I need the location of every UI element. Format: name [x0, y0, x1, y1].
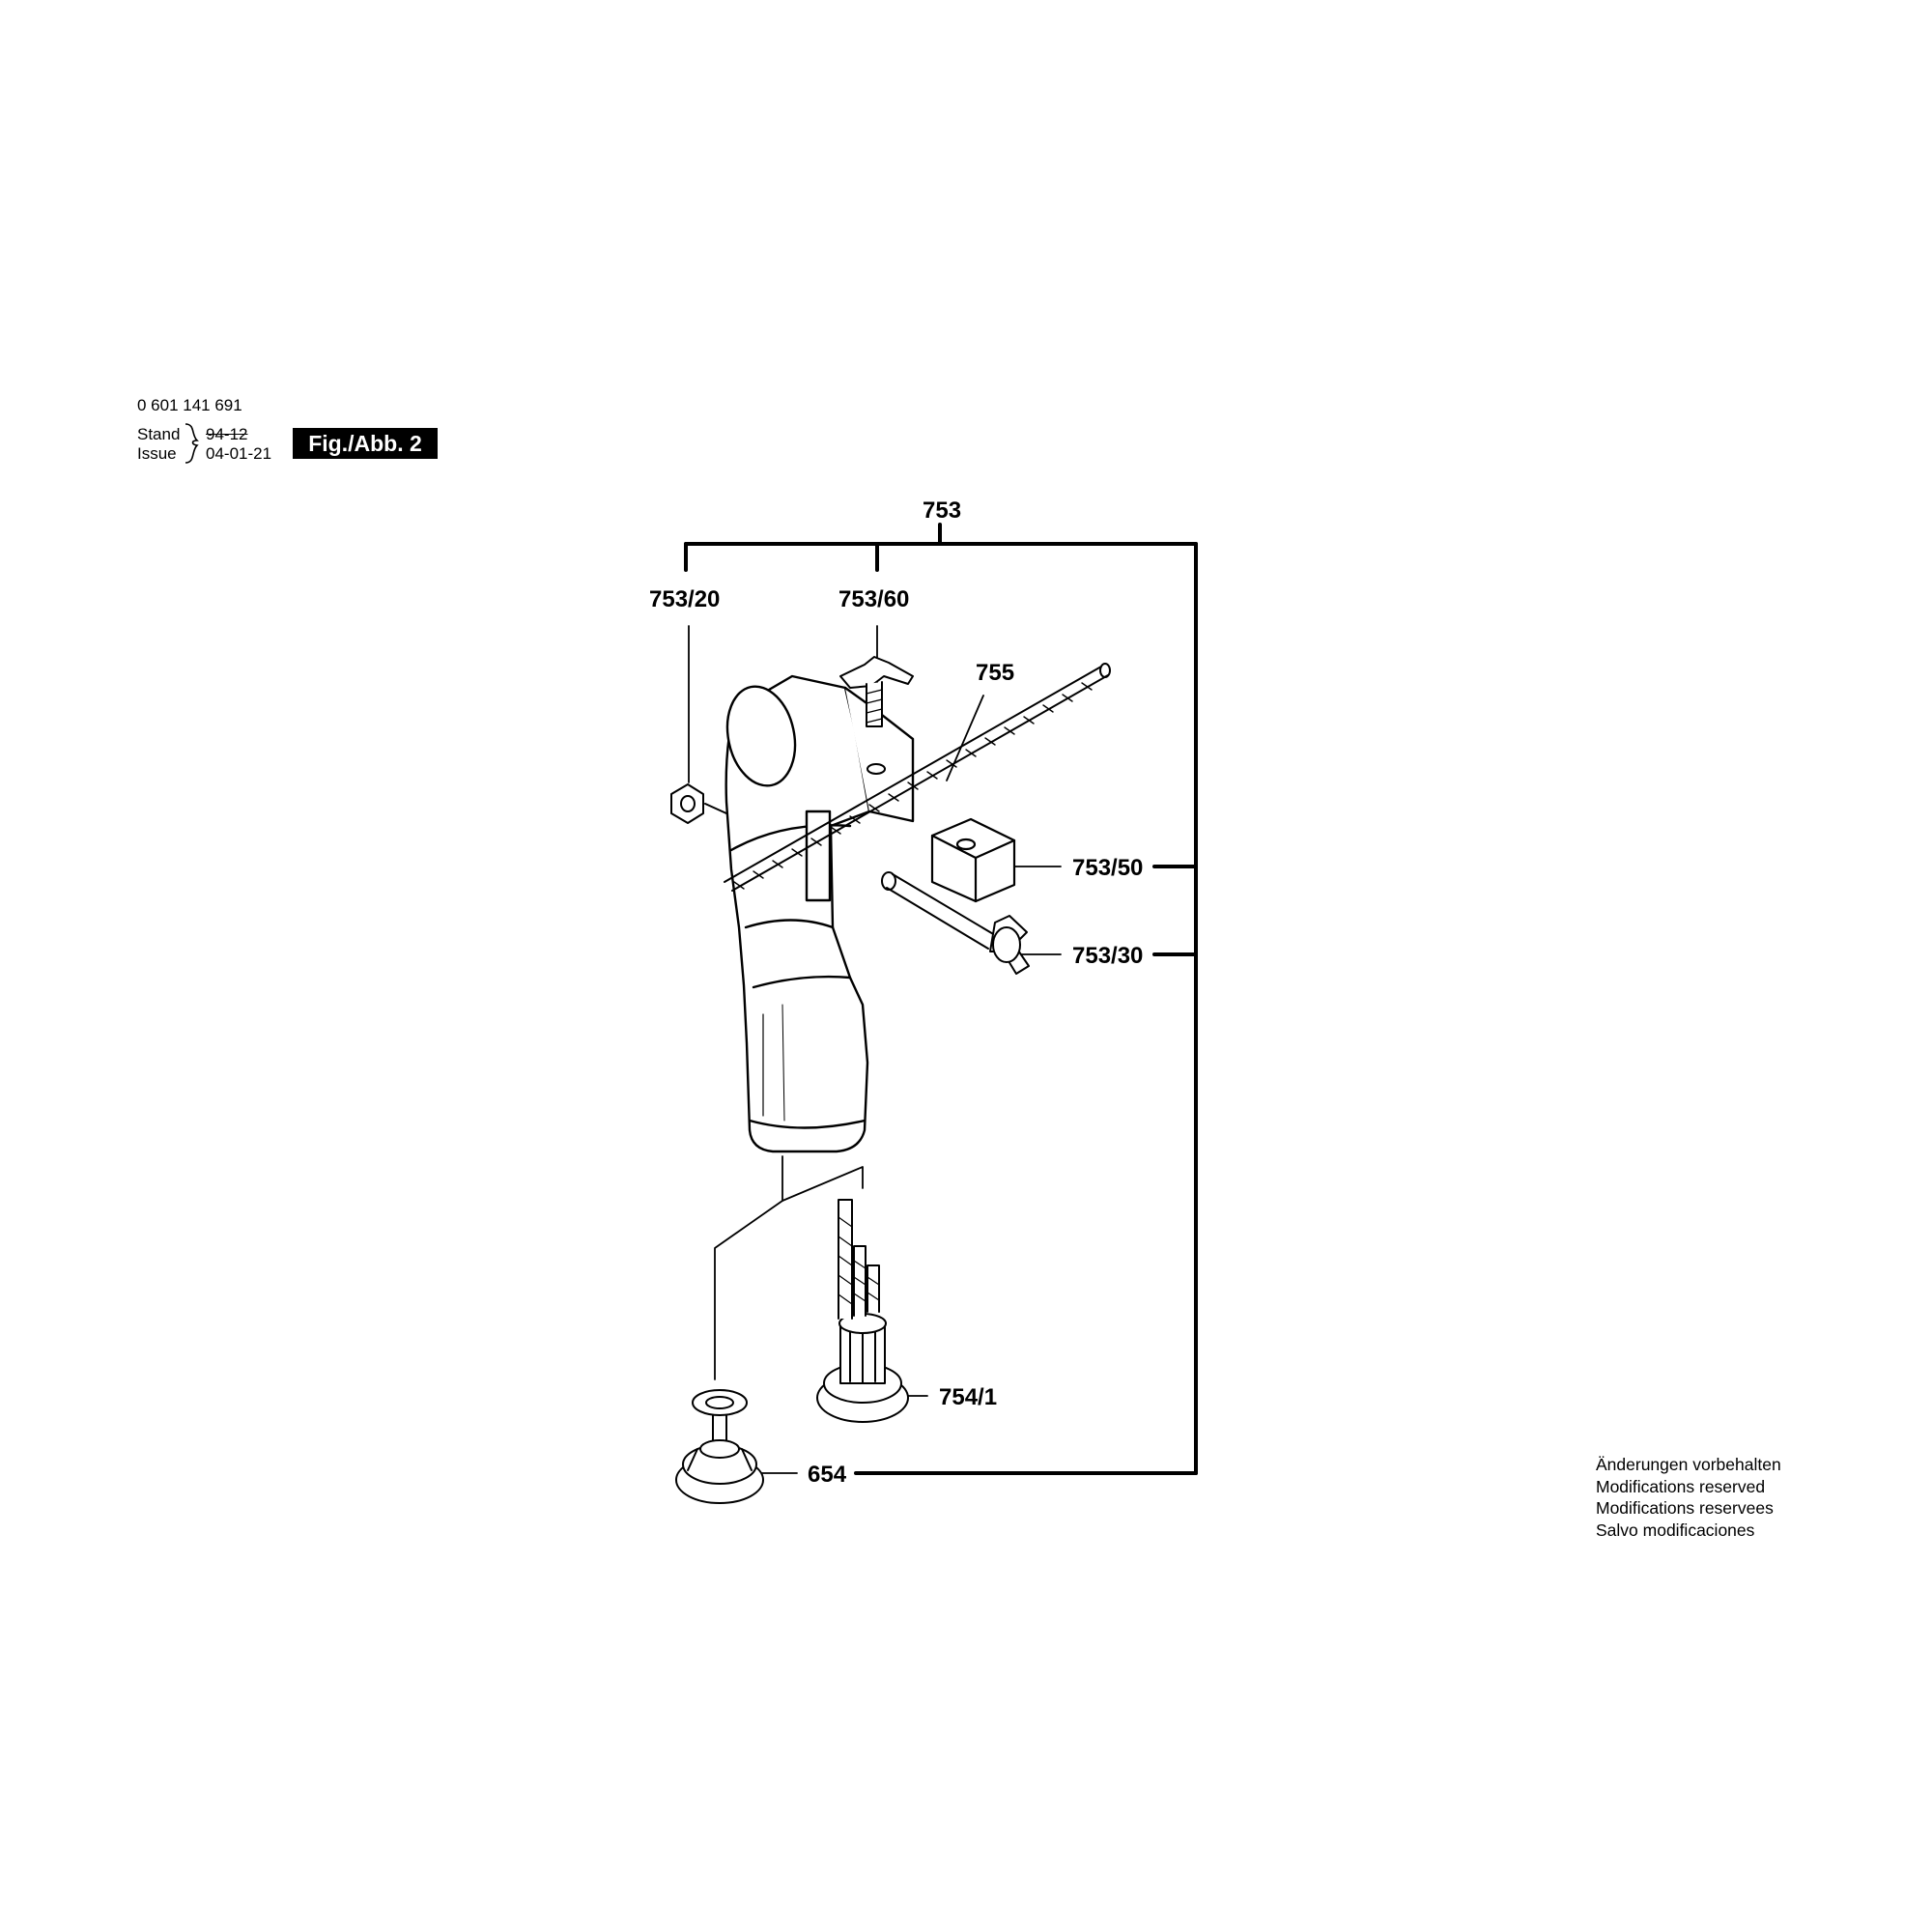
- bit-holder-754-1: [816, 1199, 909, 1423]
- callout-753-60: 753/60: [838, 586, 909, 612]
- callout-754-1: 754/1: [939, 1384, 997, 1410]
- issue-date: 04-01-21: [206, 444, 272, 463]
- callout-654: 654: [808, 1462, 847, 1488]
- dust-cup-654: [675, 1389, 764, 1504]
- part-number: 0 601 141 691: [137, 396, 242, 414]
- clamp-block-753-50: [930, 817, 1016, 903]
- bracket-753: [684, 523, 1198, 1475]
- callout-753-50: 753/50: [1072, 855, 1143, 881]
- clamping-bolt-753-30: [881, 871, 1030, 975]
- callout-753-30: 753/30: [1072, 943, 1143, 969]
- callout-755: 755: [976, 660, 1014, 686]
- note-german: Änderungen vorbehalten: [1596, 1455, 1781, 1474]
- callout-753: 753: [923, 497, 961, 524]
- date-brace: [185, 423, 199, 464]
- callout-753-20: 753/20: [649, 586, 720, 612]
- side-handle: [724, 674, 915, 1153]
- note-english: Modifications reserved: [1596, 1476, 1766, 1496]
- note-spanish: Salvo modificaciones: [1596, 1520, 1755, 1540]
- figure-label: Fig./Abb. 2: [293, 428, 438, 459]
- stand-date-superseded: 94-12: [206, 425, 248, 443]
- modification-notes: Änderungen vorbehalten Modifications res…: [1596, 1454, 1781, 1541]
- issue-label: Issue: [137, 444, 177, 463]
- stand-label: Stand: [137, 425, 181, 443]
- wing-screw-753-60: [839, 656, 914, 775]
- note-french: Modifications reservees: [1596, 1498, 1774, 1518]
- nut-753-20: [670, 783, 727, 824]
- depth-stop-rod-755: [724, 663, 1111, 892]
